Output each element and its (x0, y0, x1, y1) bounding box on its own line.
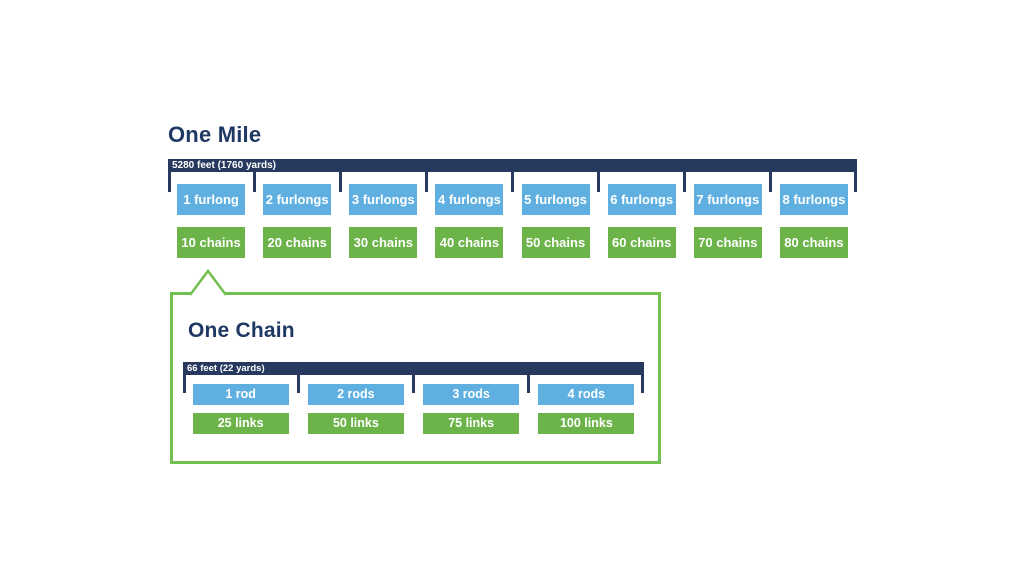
rod-box: 2 rods (307, 384, 404, 405)
chains-box: 30 chains (349, 227, 418, 258)
furlong-box: 4 furlongs (435, 184, 504, 215)
chains-box: 80 chains (779, 227, 848, 258)
furlong-box: 3 furlongs (349, 184, 418, 215)
mile-bar: 5280 feet (1760 yards) (168, 159, 857, 172)
chain-bar-label: 66 feet (22 yards) (187, 363, 265, 374)
furlong-box: 8 furlongs (779, 184, 848, 215)
mile-ruler: 5280 feet (1760 yards) 1 furlong 2 furlo… (168, 159, 857, 258)
furlong-box: 6 furlongs (607, 184, 676, 215)
mile-bar-label: 5280 feet (1760 yards) (172, 160, 276, 171)
furlong-box: 5 furlongs (521, 184, 590, 215)
links-box: 100 links (538, 413, 635, 434)
links-box: 75 links (423, 413, 520, 434)
furlong-box: 1 furlong (177, 184, 246, 215)
chain-title: One Chain (188, 319, 295, 342)
chains-box: 20 chains (263, 227, 332, 258)
mile-title: One Mile (168, 122, 262, 147)
chains-box: 50 chains (521, 227, 590, 258)
furlong-row: 1 furlong 2 furlongs 3 furlongs 4 furlon… (168, 184, 857, 215)
chain-ruler: 66 feet (22 yards) 1 rod 2 rods 3 rods 4… (183, 362, 644, 434)
one-chain-callout: One Chain 66 feet (22 yards) 1 rod 2 rod… (170, 268, 661, 464)
chain-bar: 66 feet (22 yards) (183, 362, 644, 375)
rods-row: 1 rod 2 rods 3 rods 4 rods (183, 384, 644, 405)
chains-box: 60 chains (607, 227, 676, 258)
chains-box: 70 chains (693, 227, 762, 258)
links-box: 50 links (307, 413, 404, 434)
rod-box: 4 rods (538, 384, 635, 405)
rod-box: 3 rods (423, 384, 520, 405)
chains-box: 40 chains (435, 227, 504, 258)
furlong-box: 7 furlongs (693, 184, 762, 215)
furlong-box: 2 furlongs (263, 184, 332, 215)
chains-row: 10 chains 20 chains 30 chains 40 chains … (168, 227, 857, 258)
chains-box: 10 chains (177, 227, 246, 258)
links-box: 25 links (192, 413, 289, 434)
rod-box: 1 rod (192, 384, 289, 405)
callout-pointer-icon (189, 268, 227, 296)
links-row: 25 links 50 links 75 links 100 links (183, 413, 644, 434)
